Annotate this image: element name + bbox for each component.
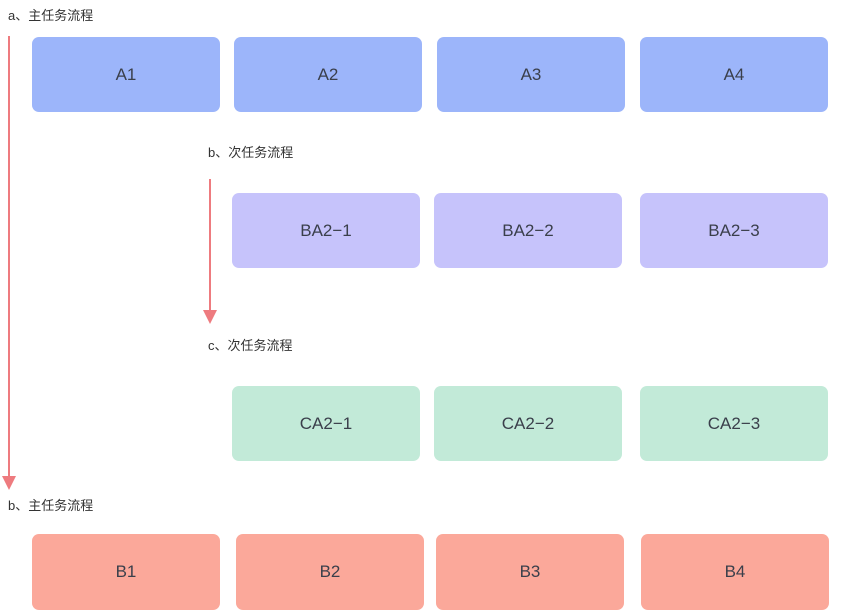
label-sub-flow-b: b、次任务流程 bbox=[208, 145, 294, 160]
task-box-ba2-2: BA2−2 bbox=[434, 193, 622, 268]
task-box-ca2-3: CA2−3 bbox=[640, 386, 828, 461]
sub-flow-arrowhead bbox=[203, 310, 217, 324]
task-box-a1: A1 bbox=[32, 37, 220, 112]
main-flow-arrowhead bbox=[2, 476, 16, 490]
task-box-ca2-1: CA2−1 bbox=[232, 386, 420, 461]
task-box-ba2-1: BA2−1 bbox=[232, 193, 420, 268]
task-box-b1: B1 bbox=[32, 534, 220, 610]
task-box-a4: A4 bbox=[640, 37, 828, 112]
task-box-ca2-2: CA2−2 bbox=[434, 386, 622, 461]
task-box-b4: B4 bbox=[641, 534, 829, 610]
task-box-b3: B3 bbox=[436, 534, 624, 610]
task-box-b2: B2 bbox=[236, 534, 424, 610]
task-box-ba2-3: BA2−3 bbox=[640, 193, 828, 268]
label-sub-flow-c: c、次任务流程 bbox=[208, 338, 293, 353]
label-main-flow-b: b、主任务流程 bbox=[8, 498, 94, 513]
task-box-a3: A3 bbox=[437, 37, 625, 112]
label-main-flow-a: a、主任务流程 bbox=[8, 8, 94, 23]
task-box-a2: A2 bbox=[234, 37, 422, 112]
